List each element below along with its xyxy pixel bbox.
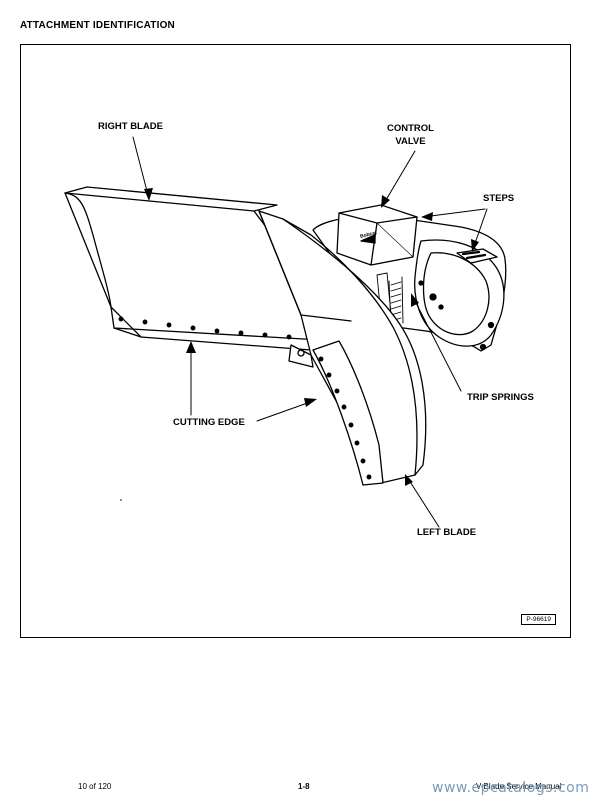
callout-steps: STEPS <box>483 193 515 204</box>
callout-control-valve-line2: VALVE <box>395 136 426 147</box>
footer-page-number: 1-8 <box>298 782 310 791</box>
arrowheads <box>144 188 479 486</box>
watermark: www.epcatalogs.com <box>432 780 590 796</box>
figure-id-box: P-96619 <box>521 614 556 625</box>
section-title: ATTACHMENT IDENTIFICATION <box>20 20 175 31</box>
figure-frame: RIGHT BLADE CONTROL VALVE STEPS TRIP SPR… <box>20 44 571 638</box>
v-blade-illustration <box>64 136 507 528</box>
callout-trip-springs: TRIP SPRINGS <box>467 392 534 403</box>
stray-mark <box>120 499 122 501</box>
callout-control-valve-line1: CONTROL <box>387 123 434 134</box>
cutting-edge-strip <box>118 316 292 340</box>
left-cutting-edge <box>312 340 384 486</box>
footer-manual-title: V-Blade Service Manual <box>476 782 562 791</box>
steps-plate <box>456 248 498 264</box>
callout-cutting-edge: CUTTING EDGE <box>173 417 245 428</box>
callout-control-valve: CONTROL VALVE <box>387 122 434 148</box>
callout-right-blade: RIGHT BLADE <box>98 121 163 132</box>
callout-left-blade: LEFT BLADE <box>417 527 477 538</box>
leader-lines <box>132 136 488 528</box>
footer-page-of: 10 of 120 <box>78 782 112 791</box>
control-valve-housing <box>336 204 418 266</box>
